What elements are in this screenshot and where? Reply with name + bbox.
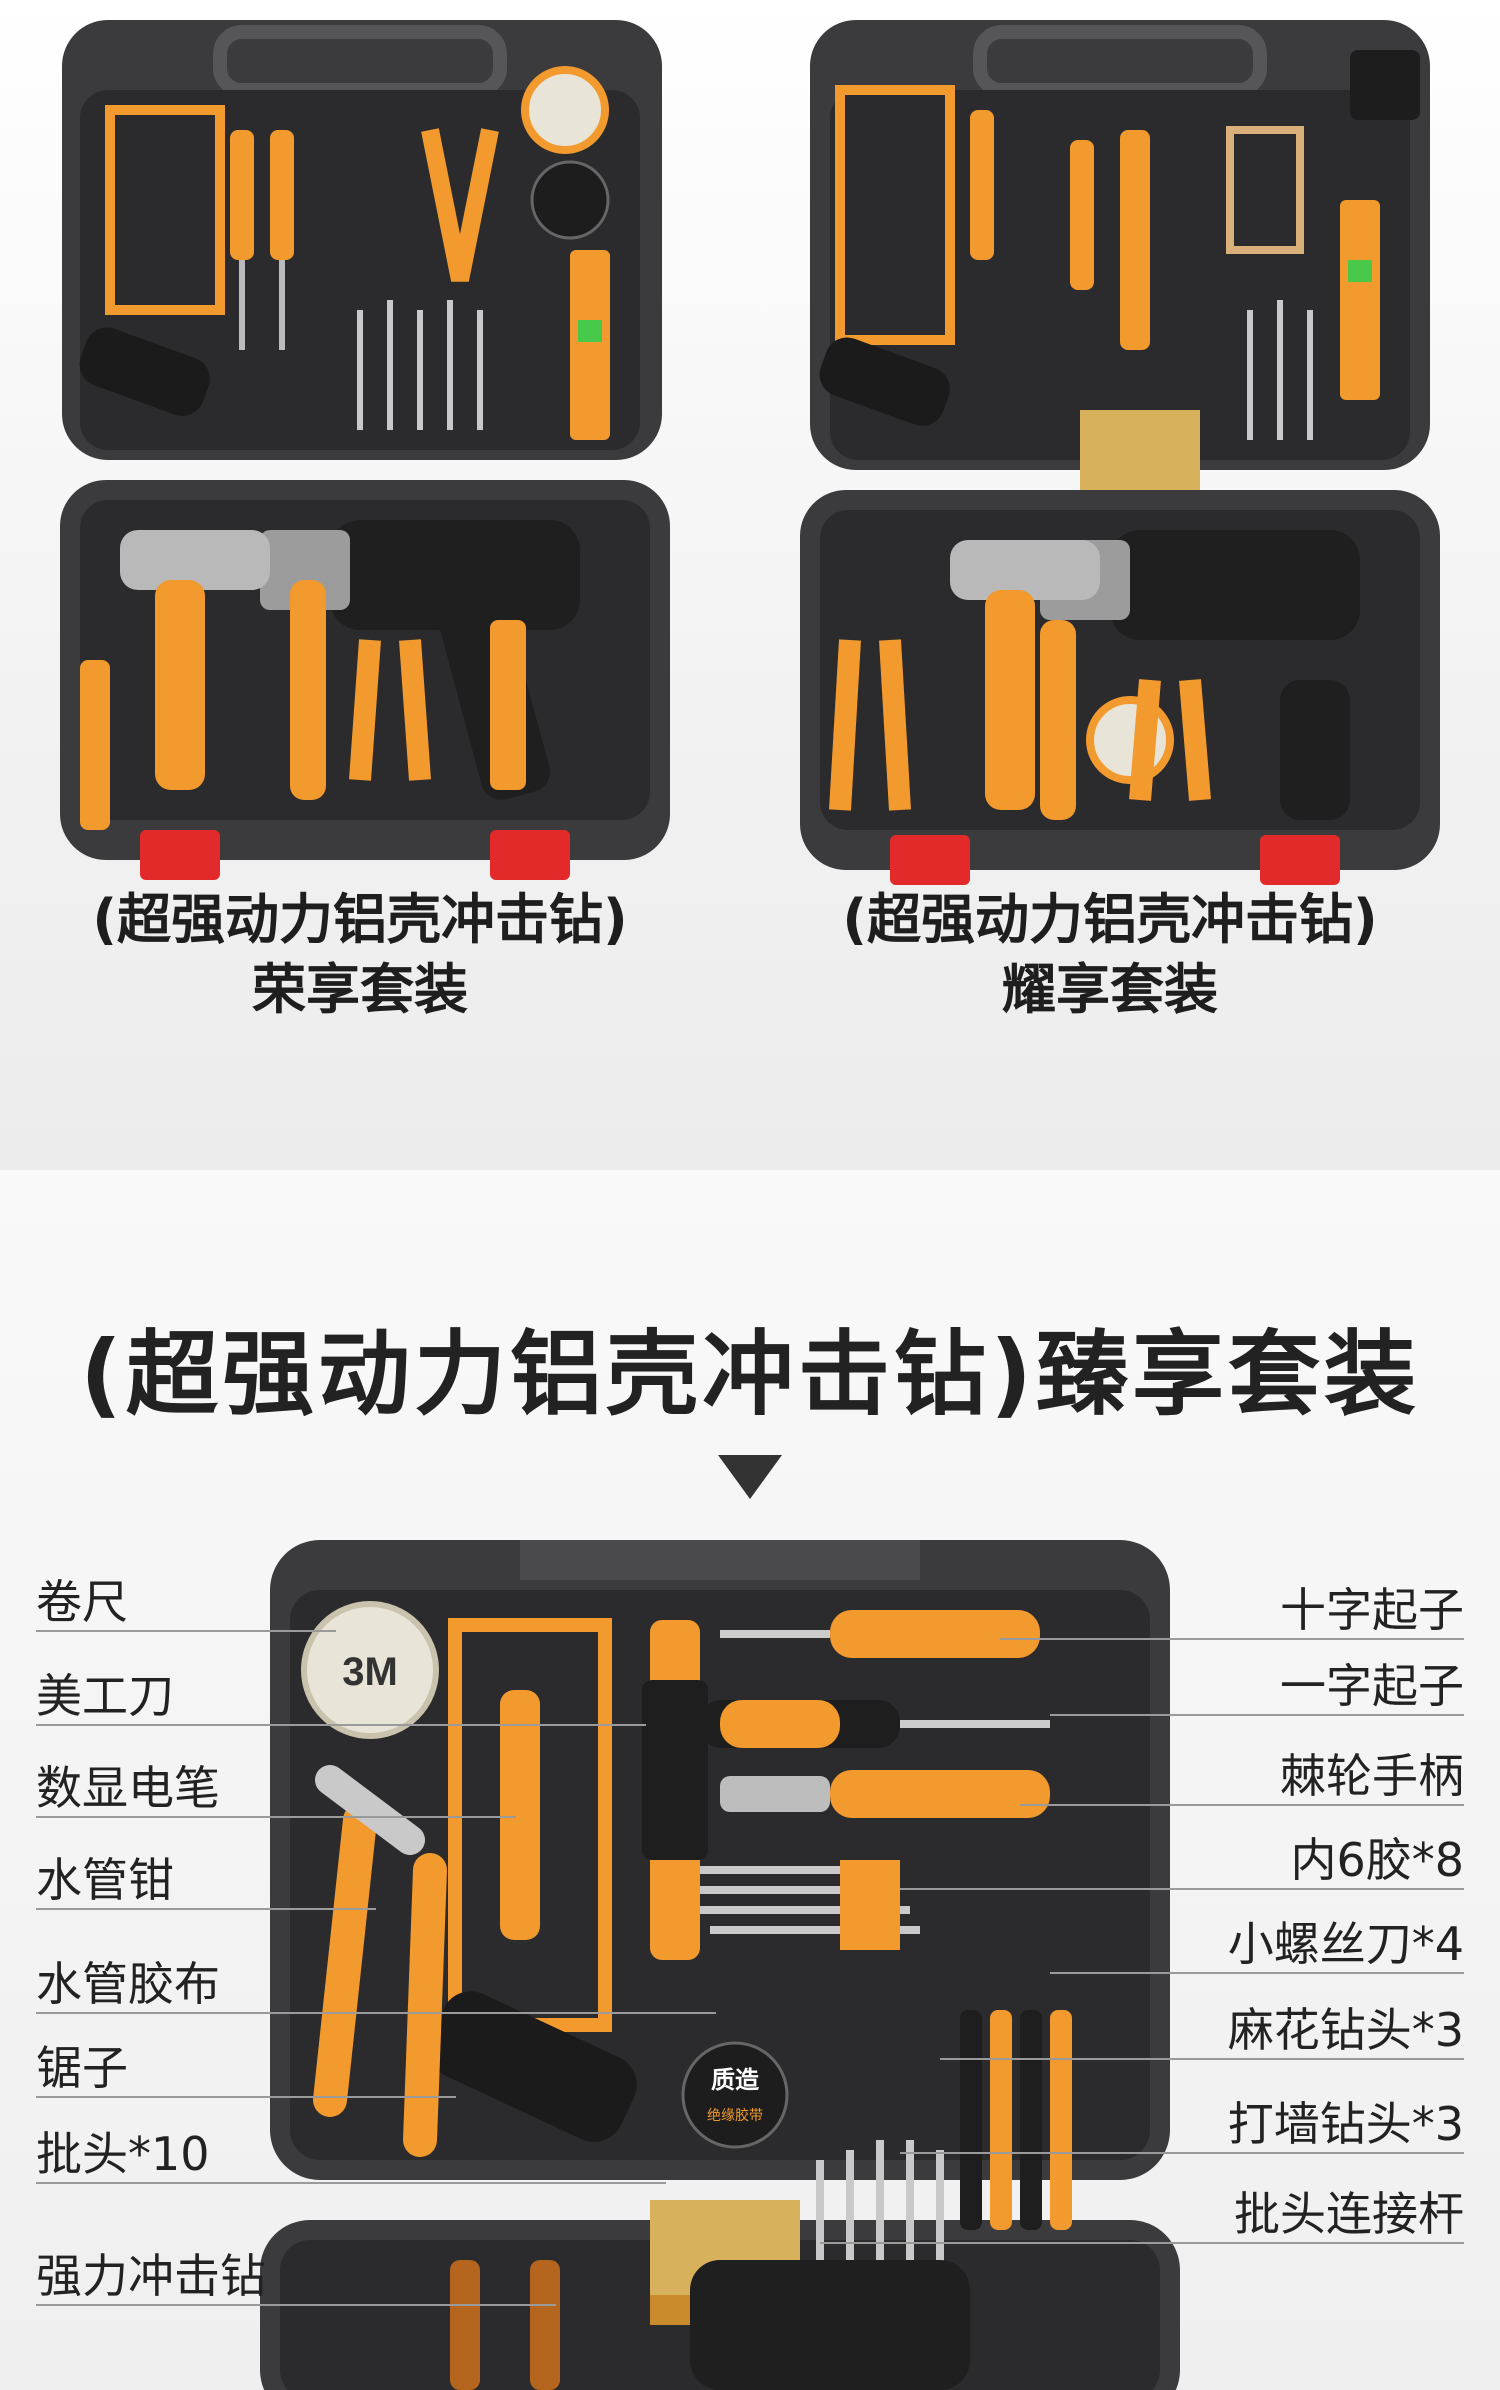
- label-utility-knife: 美工刀: [36, 1669, 174, 1723]
- tape-logo-text: 3M: [342, 1650, 398, 1694]
- label-impact-drill: 强力冲击钻: [36, 2249, 266, 2303]
- kit-yao-case-image: [800, 20, 1440, 885]
- label-divider: [36, 1630, 336, 1632]
- label-divider: [900, 2152, 1464, 2154]
- label-twist-drill-bits: 麻花钻头*3: [1227, 2003, 1464, 2057]
- kit-rong-case-image: [60, 20, 670, 880]
- kit-caption-yao: (超强动力铝壳冲击钻) 耀享套装: [790, 885, 1430, 1025]
- label-pipe-tape: 水管胶布: [36, 1957, 220, 2011]
- label-mini-screwdrivers: 小螺丝刀*4: [1227, 1917, 1464, 1971]
- label-divider: [940, 2058, 1464, 2060]
- label-ratchet-handle: 棘轮手柄: [1280, 1749, 1464, 1803]
- label-masonry-drill-bits: 打墙钻头*3: [1227, 2097, 1464, 2151]
- label-divider: [36, 2304, 556, 2306]
- label-divider: [1050, 1972, 1464, 1974]
- label-phillips-screwdriver: 十字起子: [1280, 1583, 1464, 1637]
- kit-zhen-case-image: 3M 质造 绝缘胶带: [260, 1540, 1180, 2390]
- kit-caption-rong: (超强动力铝壳冲击钻) 荣享套装: [40, 885, 680, 1025]
- label-divider: [1020, 1804, 1464, 1806]
- kit-name: 荣享套装: [252, 958, 468, 1021]
- label-divider: [36, 2012, 716, 2014]
- label-tape-measure: 卷尺: [36, 1575, 128, 1629]
- label-divider: [36, 1816, 516, 1818]
- label-divider: [36, 2096, 456, 2098]
- label-divider: [820, 2242, 1464, 2244]
- badge-title-text: 质造: [711, 2066, 759, 2094]
- label-test-pen: 数显电笔: [36, 1761, 220, 1815]
- label-divider: [36, 2182, 666, 2184]
- label-flat-screwdriver: 一字起子: [1280, 1659, 1464, 1713]
- label-bits: 批头*10: [36, 2127, 210, 2181]
- label-bit-extension: 批头连接杆: [1234, 2187, 1464, 2241]
- label-saw: 锯子: [36, 2041, 128, 2095]
- badge-product-text: 绝缘胶带: [707, 2107, 763, 2124]
- down-arrow-icon: [718, 1455, 782, 1499]
- label-divider: [1000, 1638, 1464, 1640]
- label-divider: [36, 1724, 646, 1726]
- main-title: (超强动力铝壳冲击钻)臻享套装: [79, 1321, 1421, 1428]
- label-divider: [36, 1908, 376, 1910]
- label-wall-plugs: 内6胶*8: [1290, 1833, 1464, 1887]
- kit-subtitle: (超强动力铝壳冲击钻): [842, 888, 1378, 951]
- label-pipe-wrench: 水管钳: [36, 1853, 174, 1907]
- label-divider: [1050, 1714, 1464, 1716]
- label-divider: [900, 1888, 1464, 1890]
- kit-subtitle: (超强动力铝壳冲击钻): [92, 888, 628, 951]
- kit-name: 耀享套装: [1002, 958, 1218, 1021]
